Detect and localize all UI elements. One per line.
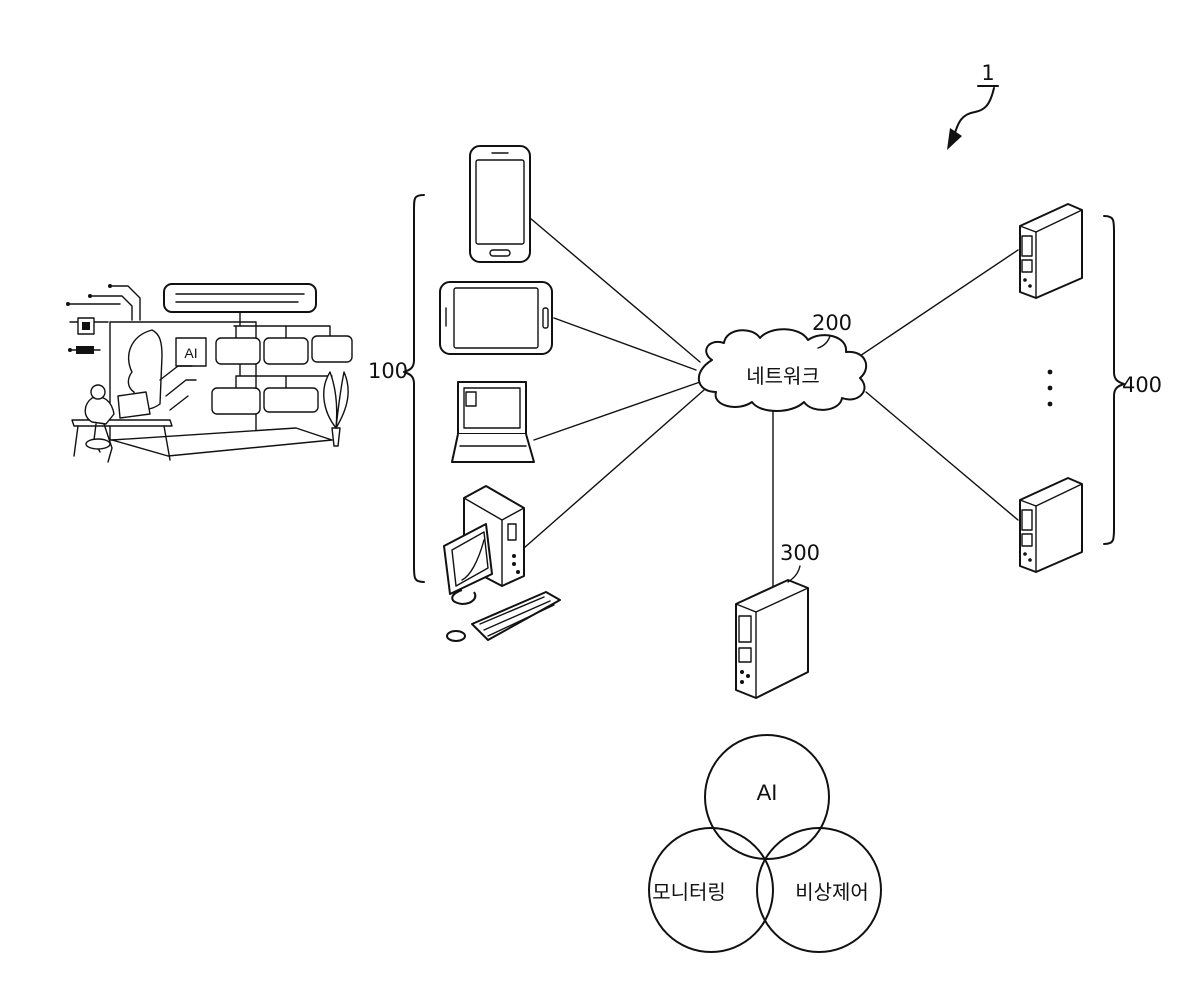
plant-leaves: [324, 372, 348, 428]
external-ref-number: 400: [1122, 373, 1162, 397]
laptop-window: [466, 392, 476, 406]
smartphone-icon: [470, 146, 530, 262]
terminals-ref-number: 100: [368, 359, 408, 383]
laptop-base: [452, 434, 534, 462]
workspace-laptop: [118, 392, 150, 418]
workspace-box-2: [264, 338, 308, 364]
tablet-screen: [454, 288, 538, 348]
pc-monitor-stand: [452, 590, 475, 604]
link-tablet-network: [554, 318, 696, 370]
terminal-group: 100: [368, 195, 424, 582]
link-laptop-network: [534, 382, 700, 440]
ellipsis-dot-3: [1048, 402, 1053, 407]
server-ref-leader: [788, 566, 800, 582]
ellipsis-dot-2: [1048, 386, 1053, 391]
figure-ref-number: 1: [981, 61, 994, 85]
ext-server-bottom-light-1: [1023, 552, 1027, 556]
workspace-box-1: [216, 338, 260, 364]
main-server-icon: 300: [736, 541, 820, 698]
figure-ref-arrowhead: [947, 128, 962, 150]
venn-label-emergency-control: 비상제어: [795, 880, 869, 904]
workspace-desk: [72, 420, 172, 426]
ext-server-bottom-drive: [1022, 534, 1032, 546]
pc-drive-bay: [508, 524, 516, 540]
workspace-box-4: [212, 388, 260, 414]
network-cloud: 네트워크 200: [699, 311, 866, 411]
terminal-brace: [404, 195, 424, 582]
link-desktop-network: [524, 390, 704, 548]
link-network-server-bottom: [866, 392, 1018, 520]
ellipsis-dots: [1048, 370, 1053, 407]
circuit-node-3: [108, 284, 112, 288]
desk-leg-left: [74, 426, 78, 456]
server-ref-number: 300: [780, 541, 820, 565]
circuit-block: [76, 346, 94, 354]
venn-label-monitoring: 모니터링: [652, 880, 726, 904]
person-chair-base: [86, 439, 110, 449]
tablet-home-button: [543, 308, 548, 328]
link-network-server-top: [848, 250, 1018, 364]
server-light-2: [746, 674, 750, 678]
workspace-box-3: [312, 336, 352, 362]
external-server-top-icon: [1020, 204, 1082, 298]
network-ref-number: 200: [812, 311, 852, 335]
server-display: [739, 616, 751, 642]
server-drive: [739, 648, 751, 662]
venn-diagram: AI 모니터링 비상제어: [649, 735, 881, 952]
pc-mouse: [447, 631, 465, 641]
server-light-1: [740, 670, 744, 674]
external-group: 400: [1104, 216, 1162, 544]
plant-pot: [332, 428, 340, 446]
person-head: [91, 385, 105, 399]
venn-label-ai: AI: [757, 780, 778, 805]
ext-server-top-light-1: [1023, 278, 1027, 282]
laptop-icon: [452, 382, 534, 462]
pc-button-3: [516, 570, 520, 574]
ext-server-top-drive: [1022, 260, 1032, 272]
ai-badge-label: AI: [184, 345, 197, 361]
pc-button-2: [512, 562, 516, 566]
pc-button-1: [512, 554, 516, 558]
workspace-box-5: [264, 388, 318, 412]
figure-ref-arrow-shaft: [954, 88, 994, 136]
ext-server-top-light-2: [1028, 284, 1032, 288]
circuit-chip-core: [82, 322, 90, 330]
tablet-icon: [440, 282, 552, 354]
circuit-node-1: [66, 302, 70, 306]
phone-screen: [476, 160, 524, 244]
workspace-banner: [164, 284, 316, 312]
ext-server-bottom-light-2: [1028, 558, 1032, 562]
ext-server-bottom-display: [1022, 510, 1032, 530]
ext-server-top-display: [1022, 236, 1032, 256]
external-server-bottom-icon: [1020, 478, 1082, 572]
phone-home-button: [490, 250, 510, 256]
ellipsis-dot-1: [1048, 370, 1053, 375]
circuit-node-2: [88, 294, 92, 298]
circuit-node-4: [68, 348, 72, 352]
desktop-pc-icon: [444, 486, 560, 641]
figure-reference: 1: [947, 61, 998, 150]
ai-workspace-illustration: AI: [66, 284, 352, 462]
server-light-3: [740, 680, 744, 684]
network-label: 네트워크: [746, 364, 820, 388]
